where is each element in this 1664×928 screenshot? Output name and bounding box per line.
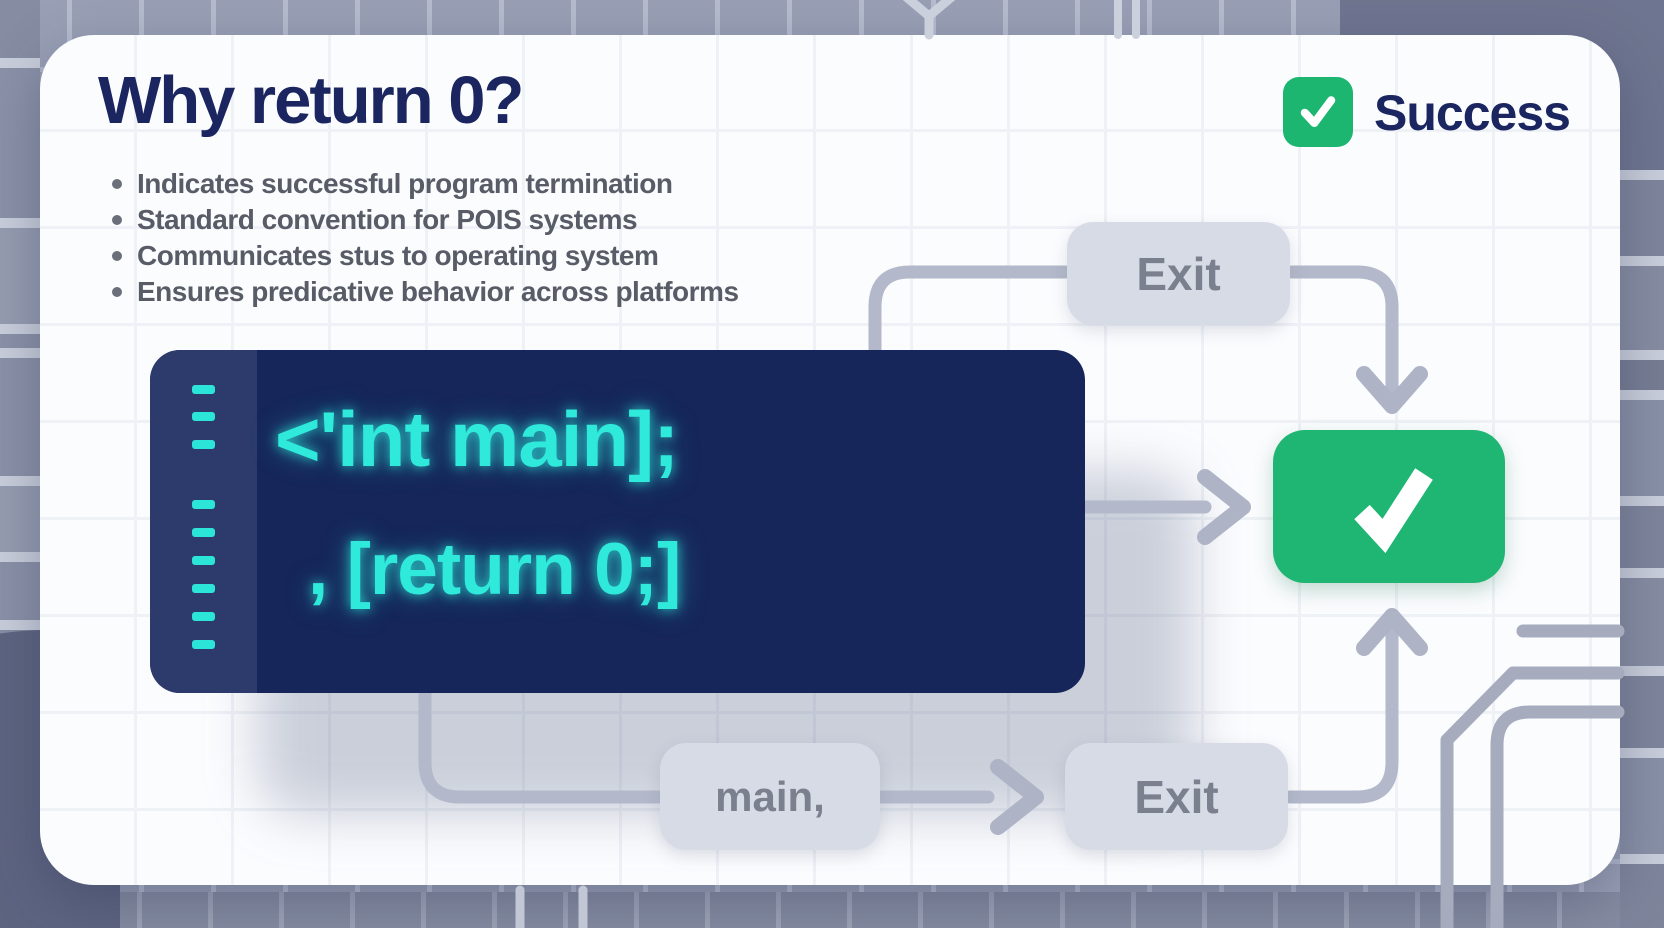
gutter-dash-icon (192, 500, 215, 509)
check-icon (1354, 467, 1433, 553)
background-stripe-block (1620, 864, 1664, 928)
bullet-dot-icon (112, 287, 122, 297)
background-stripe-block (1620, 266, 1664, 350)
gutter-dash-icon (192, 556, 215, 565)
background-left-stripes (0, 0, 40, 928)
code-block: <'int main]; , [return 0;] (150, 350, 1085, 693)
bullet-dot-icon (112, 179, 122, 189)
success-check-icon (1283, 77, 1353, 147)
background-stripe-block (1620, 360, 1664, 390)
bullet-text: Communicates stus to operating system (137, 240, 659, 271)
code-gutter (150, 350, 257, 693)
bullet-item: Indicates successful program termination (112, 166, 739, 202)
flow-node-success (1273, 430, 1505, 583)
gutter-dash-icon (192, 412, 215, 421)
bullet-item: Ensures predicative behavior across plat… (112, 274, 739, 310)
background-stripe-block (1620, 578, 1664, 666)
background-right-stripes (1620, 0, 1664, 928)
background-stripe-block (0, 334, 40, 348)
check-icon (1300, 96, 1336, 128)
gutter-dash-icon (192, 385, 215, 394)
code-line-1: <'int main]; (275, 395, 679, 483)
background-stripe-block (0, 486, 40, 552)
bullet-text: Standard convention for POIS systems (137, 204, 638, 235)
bullet-text: Ensures predicative behavior across plat… (137, 276, 739, 307)
background-stripe-block (0, 0, 40, 58)
bullet-dot-icon (112, 251, 122, 261)
bullet-item: Standard convention for POIS systems (112, 202, 739, 238)
background-stripe-block (1620, 180, 1664, 256)
bullet-list: Indicates successful program termination… (112, 166, 739, 310)
bullet-text: Indicates successful program termination (137, 168, 673, 199)
bullet-dot-icon (112, 215, 122, 225)
background-stripe-block (0, 68, 40, 218)
background-stripe-block (1620, 400, 1664, 496)
page-title: Why return 0? (98, 63, 524, 138)
flow-node-exit-top: Exit (1067, 222, 1290, 325)
bullet-item: Communicates stus to operating system (112, 238, 739, 274)
gutter-dash-icon (192, 640, 215, 649)
flow-node-exit-bottom: Exit (1065, 743, 1288, 850)
background-stripe-block (1620, 676, 1664, 748)
background-stripe-block (1620, 506, 1664, 568)
background-bottom-strip (0, 892, 1664, 928)
code-line-2: , [return 0;] (308, 529, 681, 610)
gutter-dash-icon (192, 584, 215, 593)
background-stripe-block (1620, 0, 1664, 170)
gutter-dash-icon (192, 440, 215, 449)
flow-node-main: main, (660, 743, 880, 850)
gutter-dash-icon (192, 528, 215, 537)
background-stripe-block (0, 562, 40, 620)
success-badge-label: Success (1374, 85, 1571, 141)
gutter-dash-icon (192, 612, 215, 621)
background-stripe-block (1620, 758, 1664, 854)
background-stripe-block (0, 228, 40, 324)
background-stripe-block (0, 358, 40, 476)
